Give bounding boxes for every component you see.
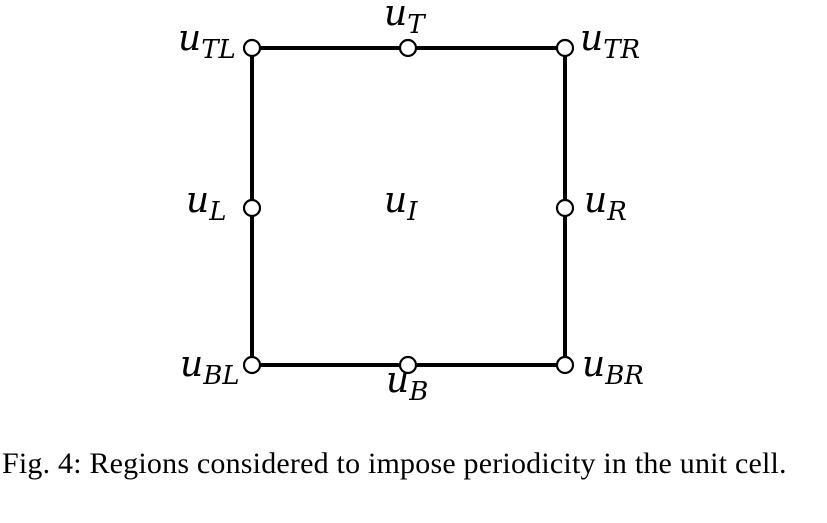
node-top	[398, 38, 418, 58]
label-bottom-left: uBL	[180, 344, 240, 391]
node-bottom-left	[242, 355, 262, 375]
node-top-right	[555, 38, 575, 58]
node-left	[242, 198, 262, 218]
figure-caption: Fig. 4: Regions considered to impose per…	[2, 447, 787, 480]
label-right: uR	[584, 180, 627, 227]
unit-cell-diagram: uTL uT uTR uL uI uR uBL uB uBR	[178, 0, 644, 407]
node-bottom-right	[555, 355, 575, 375]
label-interior: uI	[384, 180, 418, 227]
label-top-left: uTL	[178, 18, 236, 65]
label-top-right: uTR	[580, 18, 640, 65]
boundary-nodes	[242, 38, 575, 375]
label-bottom-right: uBR	[582, 344, 644, 391]
node-top-left	[242, 38, 262, 58]
node-bottom	[398, 355, 418, 375]
label-left: uL	[186, 180, 226, 227]
label-top: uT	[384, 0, 426, 40]
node-right	[555, 198, 575, 218]
label-bottom: uB	[386, 360, 428, 407]
